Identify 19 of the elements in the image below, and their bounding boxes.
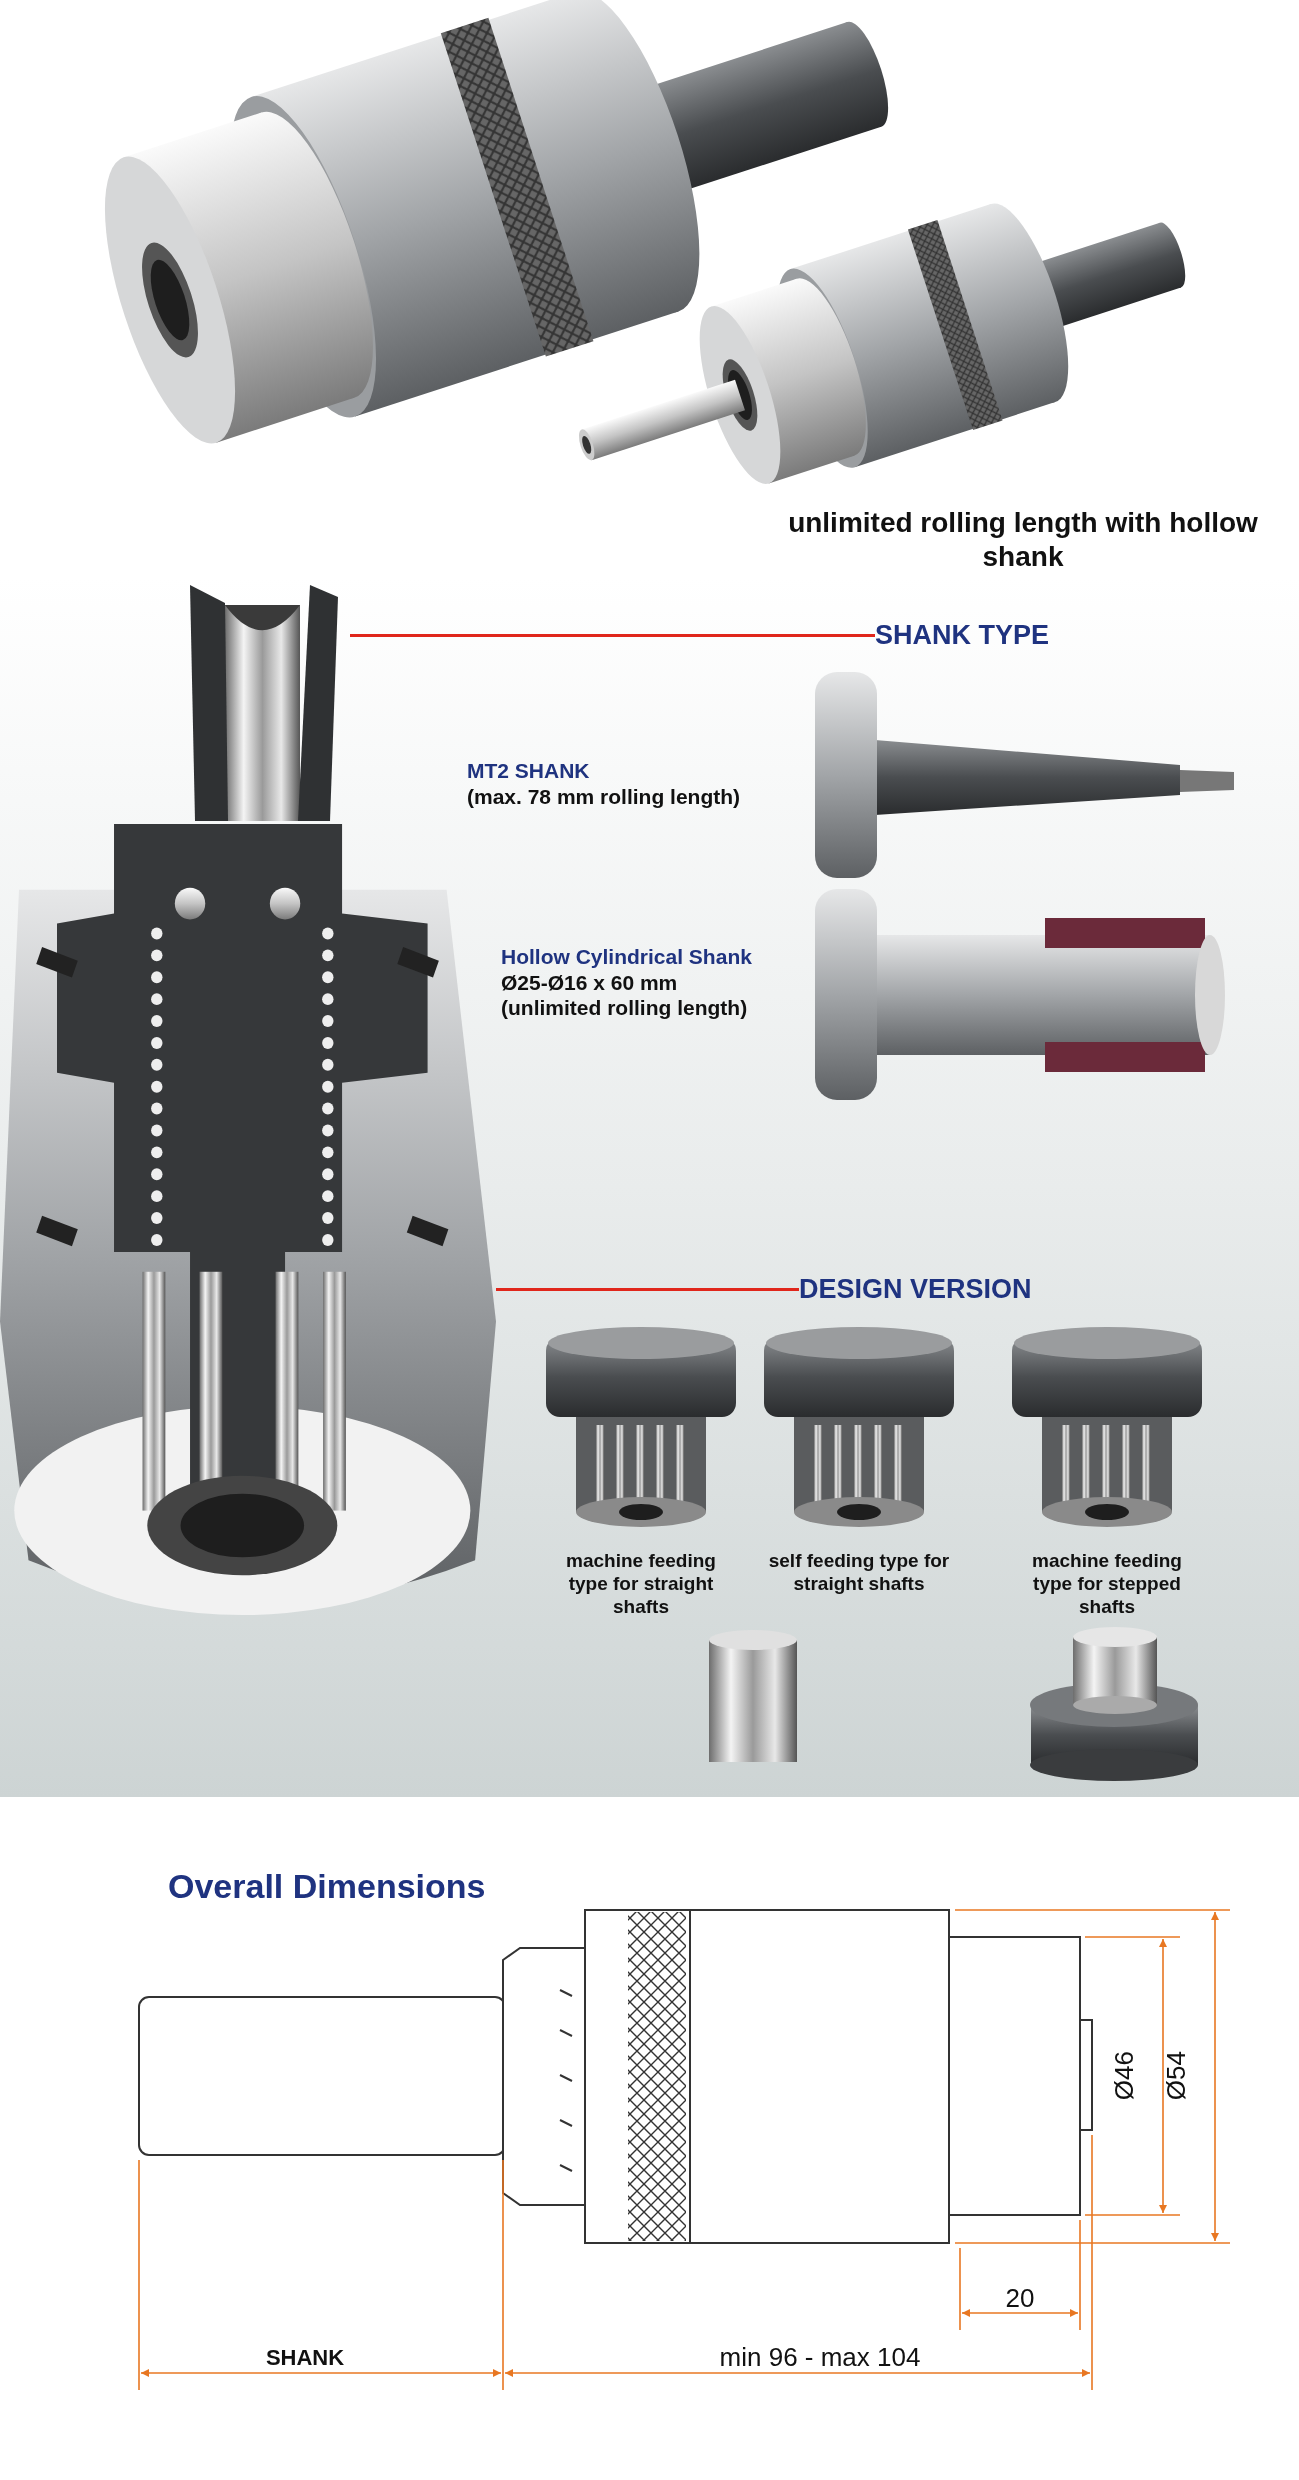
section-heading: DESIGN VERSION bbox=[799, 1274, 1032, 1305]
dimension-value: Ø54 bbox=[1161, 2051, 1192, 2101]
section-heading: SHANK TYPE bbox=[875, 620, 1050, 651]
dimension-value: min 96 - max 104 bbox=[718, 2342, 922, 2374]
option-note: (max. 78 mm rolling length) bbox=[467, 784, 742, 810]
option-title: Hollow Cylindrical Shank bbox=[501, 944, 753, 970]
option-size: Ø25-Ø16 x 60 mm bbox=[501, 970, 679, 996]
dimension-value: 20 bbox=[1004, 2283, 1036, 2315]
version-label: machine feeding type for stepped shafts bbox=[1031, 1550, 1183, 1619]
dimension-value: Ø46 bbox=[1109, 2051, 1140, 2101]
version-label: machine feeding type for straight shafts bbox=[565, 1550, 717, 1619]
dimension-label: SHANK bbox=[264, 2345, 346, 2372]
version-label: self feeding type for straight shafts bbox=[767, 1550, 951, 1596]
leader-line bbox=[350, 634, 875, 637]
leader-line bbox=[496, 1288, 799, 1291]
option-note: (unlimited rolling length) bbox=[501, 995, 749, 1021]
section-title: Overall Dimensions bbox=[168, 1866, 487, 1907]
caption: unlimited rolling length with hollow shank bbox=[788, 506, 1258, 574]
option-title: MT2 SHANK bbox=[467, 758, 591, 784]
